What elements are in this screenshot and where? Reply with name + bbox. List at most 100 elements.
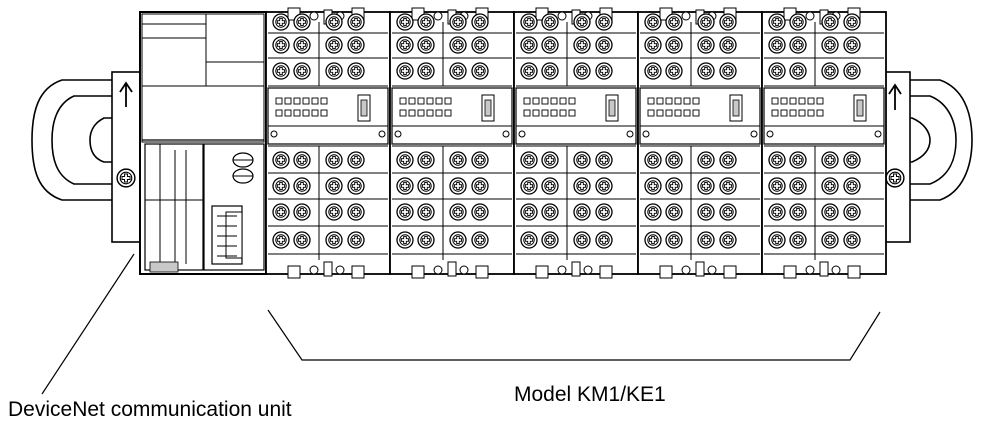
screw-terminal-icon [573, 13, 591, 31]
screw-terminal-icon [541, 36, 559, 54]
screw-terminal-icon [768, 177, 786, 195]
devicenet-unit [139, 11, 267, 275]
led-indicator [417, 97, 425, 105]
devicenet-unit-label: DeviceNet communication unit [8, 398, 292, 421]
screw-terminal-icon [325, 203, 343, 221]
screw-terminal-icon [595, 36, 613, 54]
led-indicator [692, 109, 700, 117]
led-indicator [275, 109, 283, 117]
screw-terminal-icon [471, 177, 489, 195]
screw-terminal-icon [644, 177, 662, 195]
screw-terminal-icon [719, 203, 737, 221]
screw-terminal-icon [789, 203, 807, 221]
screw-terminal-icon [644, 203, 662, 221]
led-indicator [408, 109, 416, 117]
screw-terminal-icon [272, 62, 290, 80]
led-indicator [816, 109, 824, 117]
screw-terminal-icon [520, 231, 538, 249]
led-indicator [320, 109, 328, 117]
screw-terminal-icon [325, 177, 343, 195]
screw-terminal-icon [719, 36, 737, 54]
led-indicator [674, 97, 682, 105]
led-indicator [541, 97, 549, 105]
screw-terminal-icon [293, 13, 311, 31]
screw-terminal-icon [665, 151, 683, 169]
led-indicator [532, 97, 540, 105]
din-rail-left [31, 79, 140, 201]
led-indicator [816, 97, 824, 105]
screw-terminal-icon [644, 151, 662, 169]
led-indicator [523, 97, 531, 105]
led-indicator [302, 109, 310, 117]
screw-terminal-icon [843, 203, 861, 221]
screw-terminal-icon [293, 36, 311, 54]
led-indicator [426, 109, 434, 117]
led-indicator [550, 109, 558, 117]
screw-terminal-icon [520, 62, 538, 80]
led-indicator [789, 97, 797, 105]
screw-terminal-icon [821, 151, 839, 169]
led-indicator [780, 109, 788, 117]
screw-terminal-icon [396, 177, 414, 195]
screw-terminal-icon [665, 231, 683, 249]
led-indicator [541, 109, 549, 117]
screw-terminal-icon [719, 13, 737, 31]
screw-terminal-icon [471, 13, 489, 31]
screw-terminal-icon [573, 62, 591, 80]
screw-terminal-icon [449, 177, 467, 195]
led-indicator [399, 109, 407, 117]
led-indicator [683, 109, 691, 117]
screw-terminal-icon [293, 177, 311, 195]
din-rail-right [880, 79, 973, 201]
screw-terminal-icon [449, 231, 467, 249]
screw-terminal-icon [347, 13, 365, 31]
screw-terminal-icon [417, 36, 435, 54]
screw-terminal-icon [821, 36, 839, 54]
screw-terminal-icon [665, 177, 683, 195]
screw-terminal-icon [665, 36, 683, 54]
module-unit [389, 7, 515, 279]
screw-terminal-icon [520, 177, 538, 195]
screw-terminal-icon [449, 36, 467, 54]
screw-terminal-icon [665, 13, 683, 31]
model-group-bracket [267, 309, 881, 361]
led-indicator [683, 97, 691, 105]
screw-terminal-icon [417, 151, 435, 169]
screw-terminal-icon [821, 203, 839, 221]
led-indicator [798, 109, 806, 117]
screw-terminal-icon [789, 62, 807, 80]
screw-terminal-icon [821, 177, 839, 195]
screw-terminal-icon [520, 36, 538, 54]
led-indicator [275, 97, 283, 105]
screw-terminal-icon [272, 203, 290, 221]
screw-terminal-icon [417, 62, 435, 80]
screw-terminal-icon [396, 203, 414, 221]
led-indicator [435, 109, 443, 117]
end-plate-screw-icon [116, 168, 136, 188]
model-group-label: Model KM1/KE1 [514, 383, 666, 406]
screw-terminal-icon [843, 13, 861, 31]
screw-terminal-icon [272, 177, 290, 195]
screw-terminal-icon [789, 231, 807, 249]
screw-terminal-icon [697, 62, 715, 80]
screw-terminal-icon [697, 13, 715, 31]
led-indicator [284, 97, 292, 105]
screw-terminal-icon [644, 13, 662, 31]
screw-terminal-icon [541, 203, 559, 221]
screw-terminal-icon [541, 13, 559, 31]
screw-terminal-icon [541, 62, 559, 80]
screw-terminal-icon [843, 231, 861, 249]
led-indicator [399, 97, 407, 105]
devicenet-leader-line [41, 253, 135, 395]
led-indicator [647, 97, 655, 105]
screw-terminal-icon [347, 231, 365, 249]
screw-terminal-icon [719, 177, 737, 195]
screw-terminal-icon [293, 203, 311, 221]
screw-terminal-icon [665, 203, 683, 221]
screw-terminal-icon [768, 13, 786, 31]
km1-ke1-modules [265, 7, 887, 279]
screw-terminal-icon [325, 151, 343, 169]
led-indicator [656, 109, 664, 117]
screw-terminal-icon [541, 231, 559, 249]
screw-terminal-icon [768, 231, 786, 249]
